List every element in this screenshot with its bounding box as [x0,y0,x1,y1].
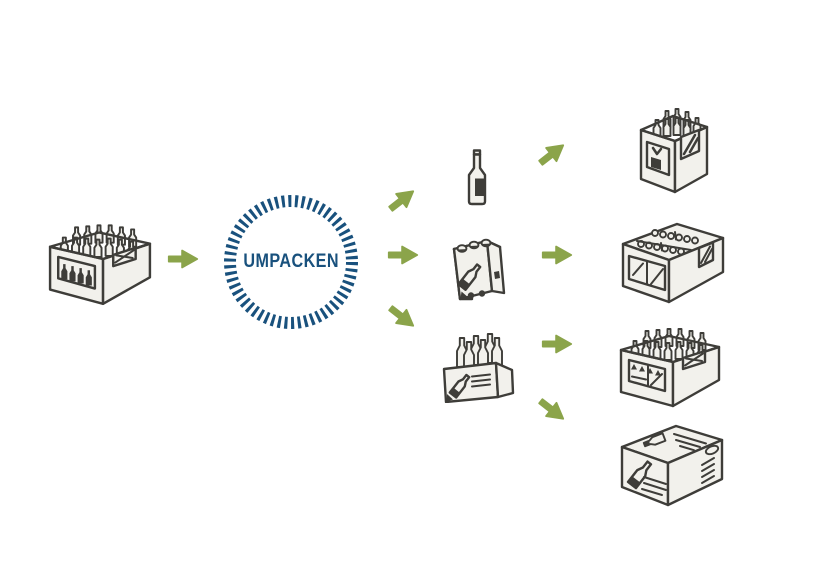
six-pack-carrier-icon [452,238,506,301]
umpacken-label-wrap: UMPACKEN [221,192,361,332]
single-bottle-icon [467,149,487,206]
arrow-process-to-bottle-icon [384,183,420,217]
beer-crate-full-icon [46,214,154,306]
umpacken-ring-icon [224,195,358,329]
arrow-process-to-sixpack-icon [387,245,419,265]
arrow-sixpack-to-crate-icon [541,245,573,265]
vertical-bottle-crate-icon [639,108,709,194]
process-step-label: UMPACKEN [243,251,339,272]
bottle-crate-icon [617,318,723,408]
open-bottle-carrier-icon [442,333,515,403]
arrow-carrier-to-box-icon [534,393,570,427]
arrow-bottle-to-crate-icon [534,137,570,171]
six-pack-crate-icon [621,222,725,304]
arrow-carrier-to-crate-icon [541,334,573,354]
arrow-process-to-carrier-icon [384,300,420,334]
cardboard-shipping-box-icon [620,424,724,507]
arrow-source-to-process-icon [167,249,199,269]
